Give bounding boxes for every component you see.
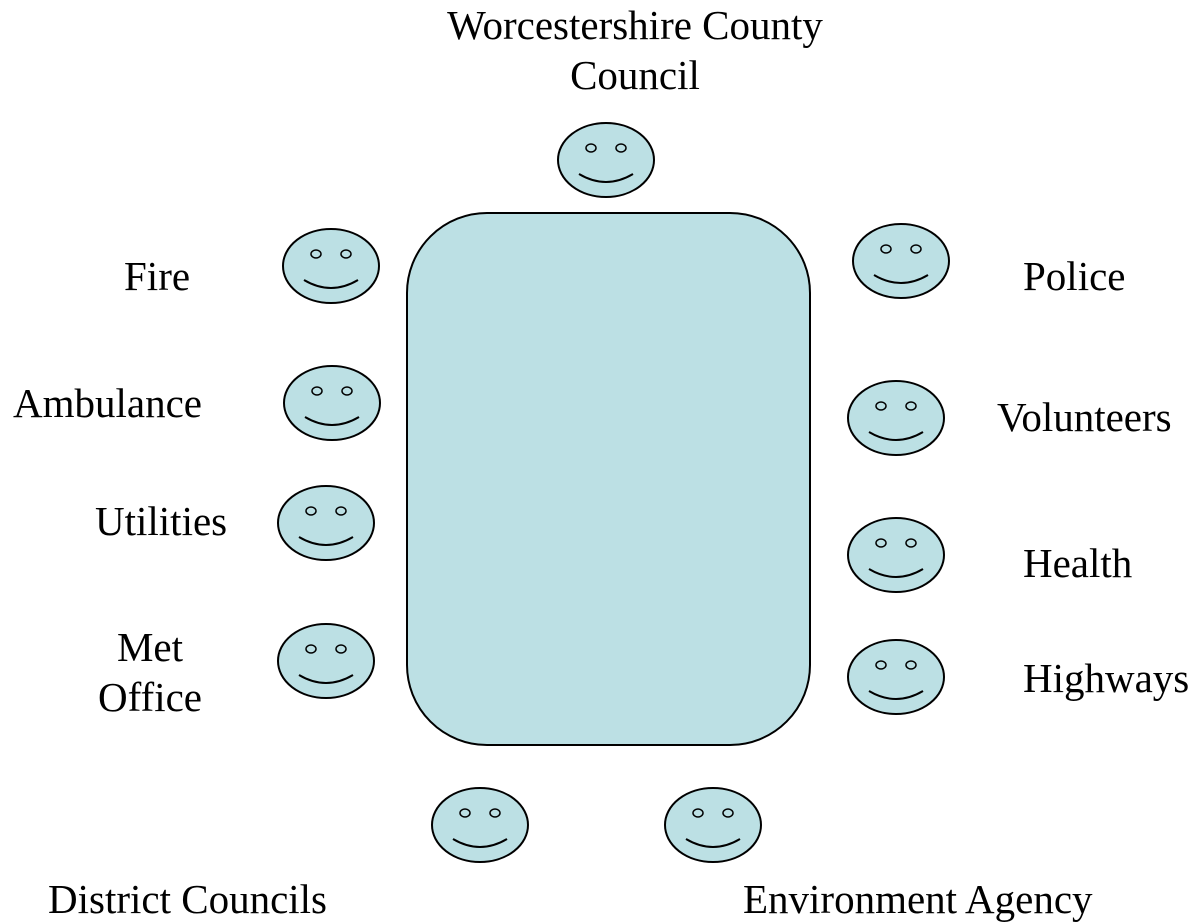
face-right-eye xyxy=(335,644,347,654)
face-head xyxy=(557,122,655,198)
smiley-face-icon-council xyxy=(557,122,655,198)
label-ambulance: Ambulance xyxy=(13,380,202,426)
label-police: Police xyxy=(1023,253,1126,299)
face-right-eye xyxy=(615,143,627,153)
face-left-eye xyxy=(875,401,887,411)
label-met-office-line1: Met xyxy=(116,624,184,670)
label-district-councils: District Councils xyxy=(48,876,328,922)
label-council: Worcestershire County Council xyxy=(395,0,875,100)
face-left-eye xyxy=(880,244,892,254)
face-left-eye xyxy=(305,644,317,654)
face-head xyxy=(852,223,950,299)
face-right-eye xyxy=(905,401,917,411)
face-smile xyxy=(298,536,354,546)
face-right-eye xyxy=(722,808,734,818)
face-smile xyxy=(304,416,360,426)
face-head xyxy=(431,787,529,863)
smiley-face-icon-utilities xyxy=(277,485,375,561)
label-utilities: Utilities xyxy=(95,498,228,544)
face-head xyxy=(277,623,375,699)
smiley-face-icon-environment-agency xyxy=(664,787,762,863)
face-smile xyxy=(578,173,634,183)
smiley-face-icon-volunteers xyxy=(847,380,945,456)
face-head xyxy=(664,787,762,863)
smiley-face-icon-met-office xyxy=(277,623,375,699)
label-highways: Highways xyxy=(1023,655,1190,701)
face-right-eye xyxy=(335,506,347,516)
face-head xyxy=(847,380,945,456)
face-head xyxy=(283,365,381,441)
face-left-eye xyxy=(310,249,322,259)
face-smile xyxy=(303,279,359,289)
label-volunteers: Volunteers xyxy=(997,394,1172,440)
meeting-table xyxy=(406,212,811,746)
smiley-face-icon-fire xyxy=(282,228,380,304)
face-smile xyxy=(452,838,508,848)
label-fire: Fire xyxy=(124,253,191,299)
face-smile xyxy=(873,274,929,284)
face-smile xyxy=(298,674,354,684)
face-left-eye xyxy=(459,808,471,818)
face-smile xyxy=(868,690,924,700)
face-left-eye xyxy=(692,808,704,818)
face-head xyxy=(277,485,375,561)
label-environment-agency: Environment Agency xyxy=(743,876,1093,922)
face-left-eye xyxy=(875,660,887,670)
label-council-line2: Council xyxy=(570,52,700,98)
label-health: Health xyxy=(1023,540,1133,586)
face-left-eye xyxy=(311,386,323,396)
face-right-eye xyxy=(341,386,353,396)
smiley-face-icon-highways xyxy=(847,639,945,715)
label-council-line1: Worcestershire County xyxy=(447,2,823,48)
face-left-eye xyxy=(585,143,597,153)
smiley-face-icon-district-councils xyxy=(431,787,529,863)
label-met-office: Met Office xyxy=(80,622,220,722)
smiley-face-icon-health xyxy=(847,517,945,593)
face-head xyxy=(282,228,380,304)
smiley-face-icon-police xyxy=(852,223,950,299)
smiley-face-icon-ambulance xyxy=(283,365,381,441)
face-left-eye xyxy=(875,538,887,548)
label-met-office-line2: Office xyxy=(98,674,202,720)
face-head xyxy=(847,639,945,715)
face-smile xyxy=(868,568,924,578)
face-right-eye xyxy=(910,244,922,254)
face-left-eye xyxy=(305,506,317,516)
face-smile xyxy=(685,838,741,848)
face-right-eye xyxy=(905,538,917,548)
face-right-eye xyxy=(489,808,501,818)
face-right-eye xyxy=(905,660,917,670)
face-smile xyxy=(868,431,924,441)
face-right-eye xyxy=(340,249,352,259)
face-head xyxy=(847,517,945,593)
